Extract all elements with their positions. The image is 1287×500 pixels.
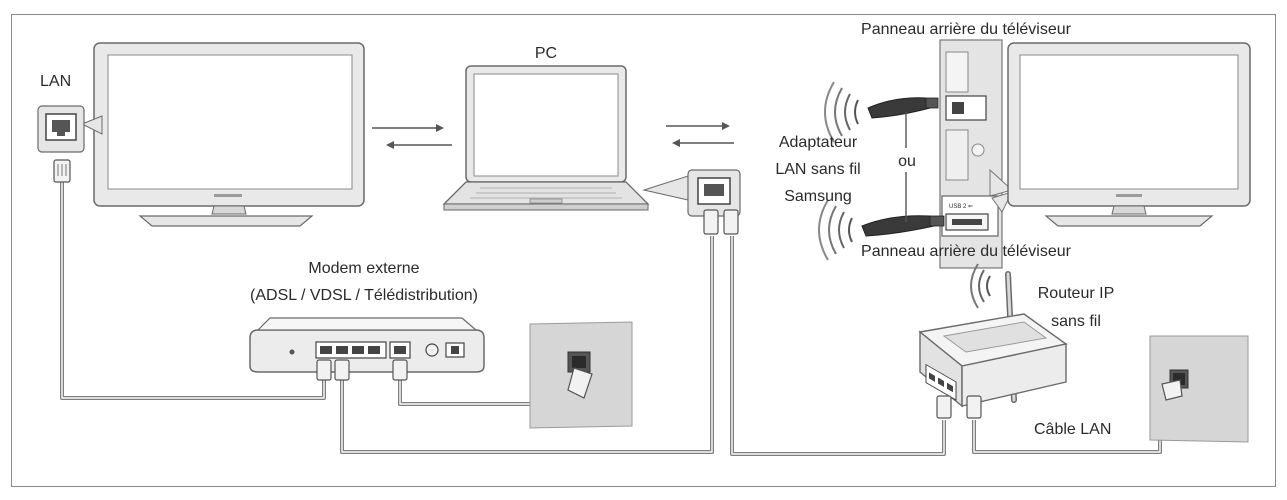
pc-lan-callout (642, 169, 741, 235)
label-adapter-line3: Samsung (784, 188, 852, 205)
label-tv-back-bottom: Panneau arrière du téléviseur (861, 243, 1072, 260)
label-lan-cable: Câble LAN (1034, 421, 1111, 438)
label-router-line1: Routeur IP (1038, 285, 1114, 302)
label-or: ou (898, 153, 916, 170)
label-lan: LAN (40, 73, 71, 90)
wall-outlet-left (529, 321, 633, 429)
sync-arrows-left (372, 124, 452, 149)
tv-back-panel (939, 39, 1014, 269)
label-adapter-line2: LAN sans fil (775, 161, 860, 178)
wireless-adapter-bottom (818, 199, 945, 261)
label-modem-line1: Modem externe (308, 260, 419, 277)
wireless-router (918, 263, 1068, 419)
wireless-adapter-top (824, 81, 939, 143)
usb-port-label: USB 2 ⇐ (949, 204, 973, 210)
laptop-pc (442, 65, 650, 211)
lan-port-callout (37, 105, 103, 183)
external-modem (249, 317, 485, 381)
label-adapter-line1: Adaptateur (779, 134, 858, 151)
right-tv (1007, 42, 1251, 227)
cable-pc-to-router (730, 236, 946, 456)
label-router-line2: sans fil (1051, 313, 1101, 330)
label-modem-line2: (ADSL / VDSL / Télédistribution) (250, 287, 478, 304)
left-tv (93, 42, 365, 227)
label-pc: PC (535, 45, 557, 62)
wall-outlet-right (1149, 335, 1249, 443)
sync-arrows-right (666, 122, 734, 147)
label-tv-back-top: Panneau arrière du téléviseur (861, 21, 1072, 38)
